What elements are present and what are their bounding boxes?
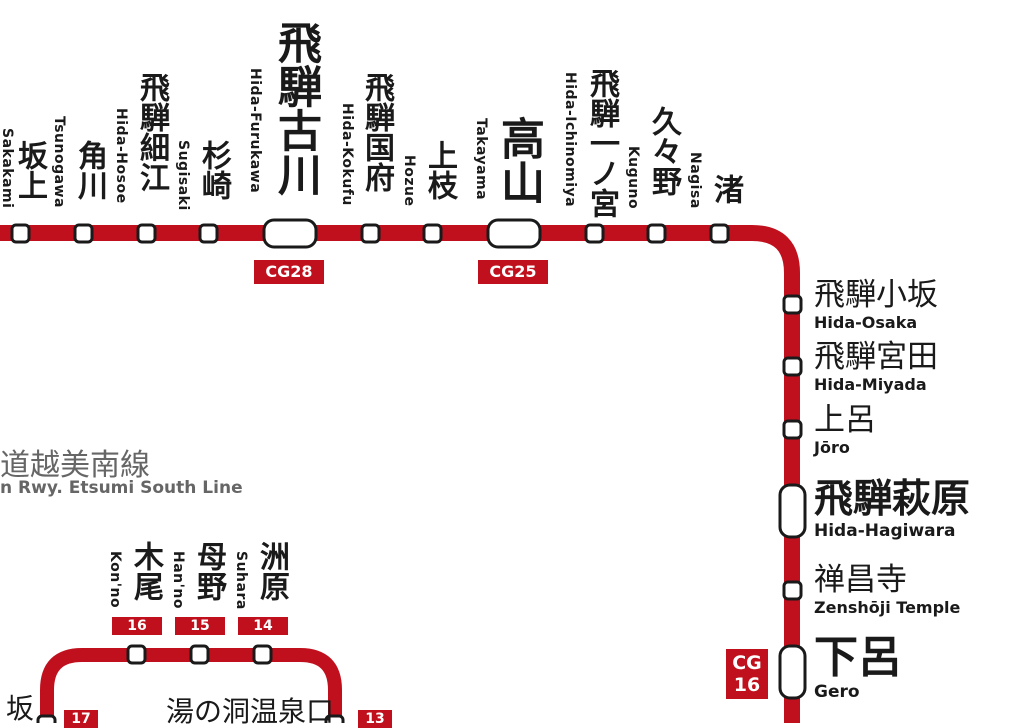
etsumi-line-name-en: n Rwy. Etsumi South Line	[0, 478, 243, 498]
station-marker-hida-hosoe	[136, 223, 157, 244]
station-code-gero: CG 16	[726, 649, 768, 699]
station-label-hida-osaka: 飛騨小坂 Hida-Osaka	[814, 280, 938, 331]
station-name-sugisaki: 杉崎	[196, 140, 231, 200]
station-name-hida-furukawa: 飛騨古川	[270, 20, 321, 196]
station-marker-hida-kokufu	[360, 223, 381, 244]
station-name-konno: 木尾	[128, 541, 163, 601]
station-name-hanno: 母野	[191, 541, 226, 601]
station-marker-sugisaki	[198, 223, 219, 244]
station-code-hida-furukawa: CG28	[254, 260, 324, 284]
station-name-hida-hagiwara: 飛騨萩原	[814, 477, 971, 522]
station-romaji-hanno: Han'no	[170, 551, 186, 610]
station-marker-konno	[126, 644, 147, 665]
station-label-hida-miyada: 飛騨宮田 Hida-Miyada	[814, 342, 938, 393]
station-name-yunohora-onsenguchi: 湯の洞温泉口	[166, 695, 335, 728]
station-romaji-sugisaki: Sugisaki	[175, 140, 191, 211]
station-name-hozue: 上枝	[422, 140, 457, 200]
station-romaji-sakakami-partial: Sakakami	[0, 128, 15, 209]
station-marker-zenshoji	[782, 580, 803, 601]
station-romaji-zenshoji: Zenshōji Temple	[814, 598, 961, 617]
station-name-hida-osaka: 飛騨小坂	[814, 277, 938, 313]
station-marker-lower-right	[324, 714, 345, 723]
station-marker-hanno	[189, 644, 210, 665]
station-code-gero-line: CG	[732, 652, 762, 674]
station-name-gero: 下呂	[814, 632, 902, 683]
station-name-sakakami: 坂上	[12, 140, 47, 200]
station-romaji-hida-ichinomiya: Hida-Ichinomiya	[562, 72, 578, 208]
station-name-nagisa: 渚	[708, 174, 743, 204]
station-marker-joro	[782, 419, 803, 440]
station-label-joro: 上呂 Jōro	[814, 405, 876, 456]
etsumi-line-name-jp: 道越美南線	[0, 448, 150, 483]
station-marker-hida-ichinomiya	[584, 223, 605, 244]
station-marker-sakakami-partial	[10, 223, 31, 244]
station-romaji-konno: Kon'no	[107, 551, 123, 609]
station-code-gero-number: 16	[733, 674, 761, 696]
station-romaji-hida-osaka: Hida-Osaka	[814, 313, 918, 332]
station-name-takayama: 高山	[493, 116, 544, 204]
station-name-kuguno: 久々野	[646, 106, 681, 196]
station-romaji-joro: Jōro	[814, 438, 850, 457]
station-number-lower-right: 13	[358, 710, 392, 728]
station-number-suhara: 14	[238, 617, 288, 635]
station-number-konno: 16	[112, 617, 162, 635]
station-marker-nagisa	[709, 223, 730, 244]
station-name-hida-miyada: 飛騨宮田	[814, 339, 938, 375]
station-name-zenshoji: 禅昌寺	[814, 562, 907, 598]
station-number-lower-left: 17	[64, 710, 98, 728]
station-romaji-hida-miyada: Hida-Miyada	[814, 375, 927, 394]
station-name-tsunogawa: 角川	[72, 140, 107, 200]
station-marker-hida-osaka	[782, 294, 803, 315]
station-marker-kuguno	[646, 223, 667, 244]
station-label-zenshoji: 禅昌寺 Zenshōji Temple	[814, 565, 960, 616]
station-romaji-hida-hosoe: Hida-Hosoe	[113, 108, 129, 204]
station-name-suhara: 洲原	[254, 541, 289, 601]
station-marker-hida-hagiwara	[778, 483, 807, 539]
station-marker-sakakami	[73, 223, 94, 244]
station-romaji-hida-kokufu: Hida-Kokufu	[339, 103, 355, 206]
station-romaji-hozue: Hozue	[401, 155, 417, 207]
station-romaji-hida-hagiwara: Hida-Hagiwara	[814, 521, 956, 541]
takayama-line-track	[0, 225, 800, 723]
station-marker-hozue	[422, 223, 443, 244]
station-name-lower-left-partial: 坂	[6, 692, 35, 725]
station-marker-suhara	[252, 644, 273, 665]
station-name-joro: 上呂	[814, 402, 876, 438]
station-name-hida-kokufu: 飛騨国府	[359, 72, 394, 192]
station-name-hida-hosoe: 飛騨細江	[134, 72, 169, 192]
station-code-takayama: CG25	[478, 260, 548, 284]
station-name-hida-ichinomiya: 飛騨一ノ宮	[584, 68, 619, 218]
station-romaji-gero: Gero	[814, 682, 860, 702]
station-romaji-hida-furukawa: Hida-Furukawa	[247, 68, 263, 194]
station-marker-gero	[778, 644, 807, 700]
station-marker-lower-left	[36, 714, 57, 723]
station-number-hanno: 15	[175, 617, 225, 635]
station-marker-takayama	[486, 218, 542, 249]
station-romaji-takayama: Takayama	[473, 118, 489, 201]
station-marker-hida-furukawa	[262, 218, 318, 249]
station-label-gero: 下呂 Gero	[814, 636, 902, 701]
station-romaji-suhara: Suhara	[233, 551, 249, 610]
station-romaji-tsunogawa: Tsunogawa	[51, 116, 67, 208]
station-romaji-nagisa: Nagisa	[687, 152, 703, 209]
station-marker-hida-miyada	[782, 356, 803, 377]
station-label-hida-hagiwara: 飛騨萩原 Hida-Hagiwara	[814, 480, 970, 540]
station-romaji-kuguno: Kuguno	[625, 146, 641, 210]
